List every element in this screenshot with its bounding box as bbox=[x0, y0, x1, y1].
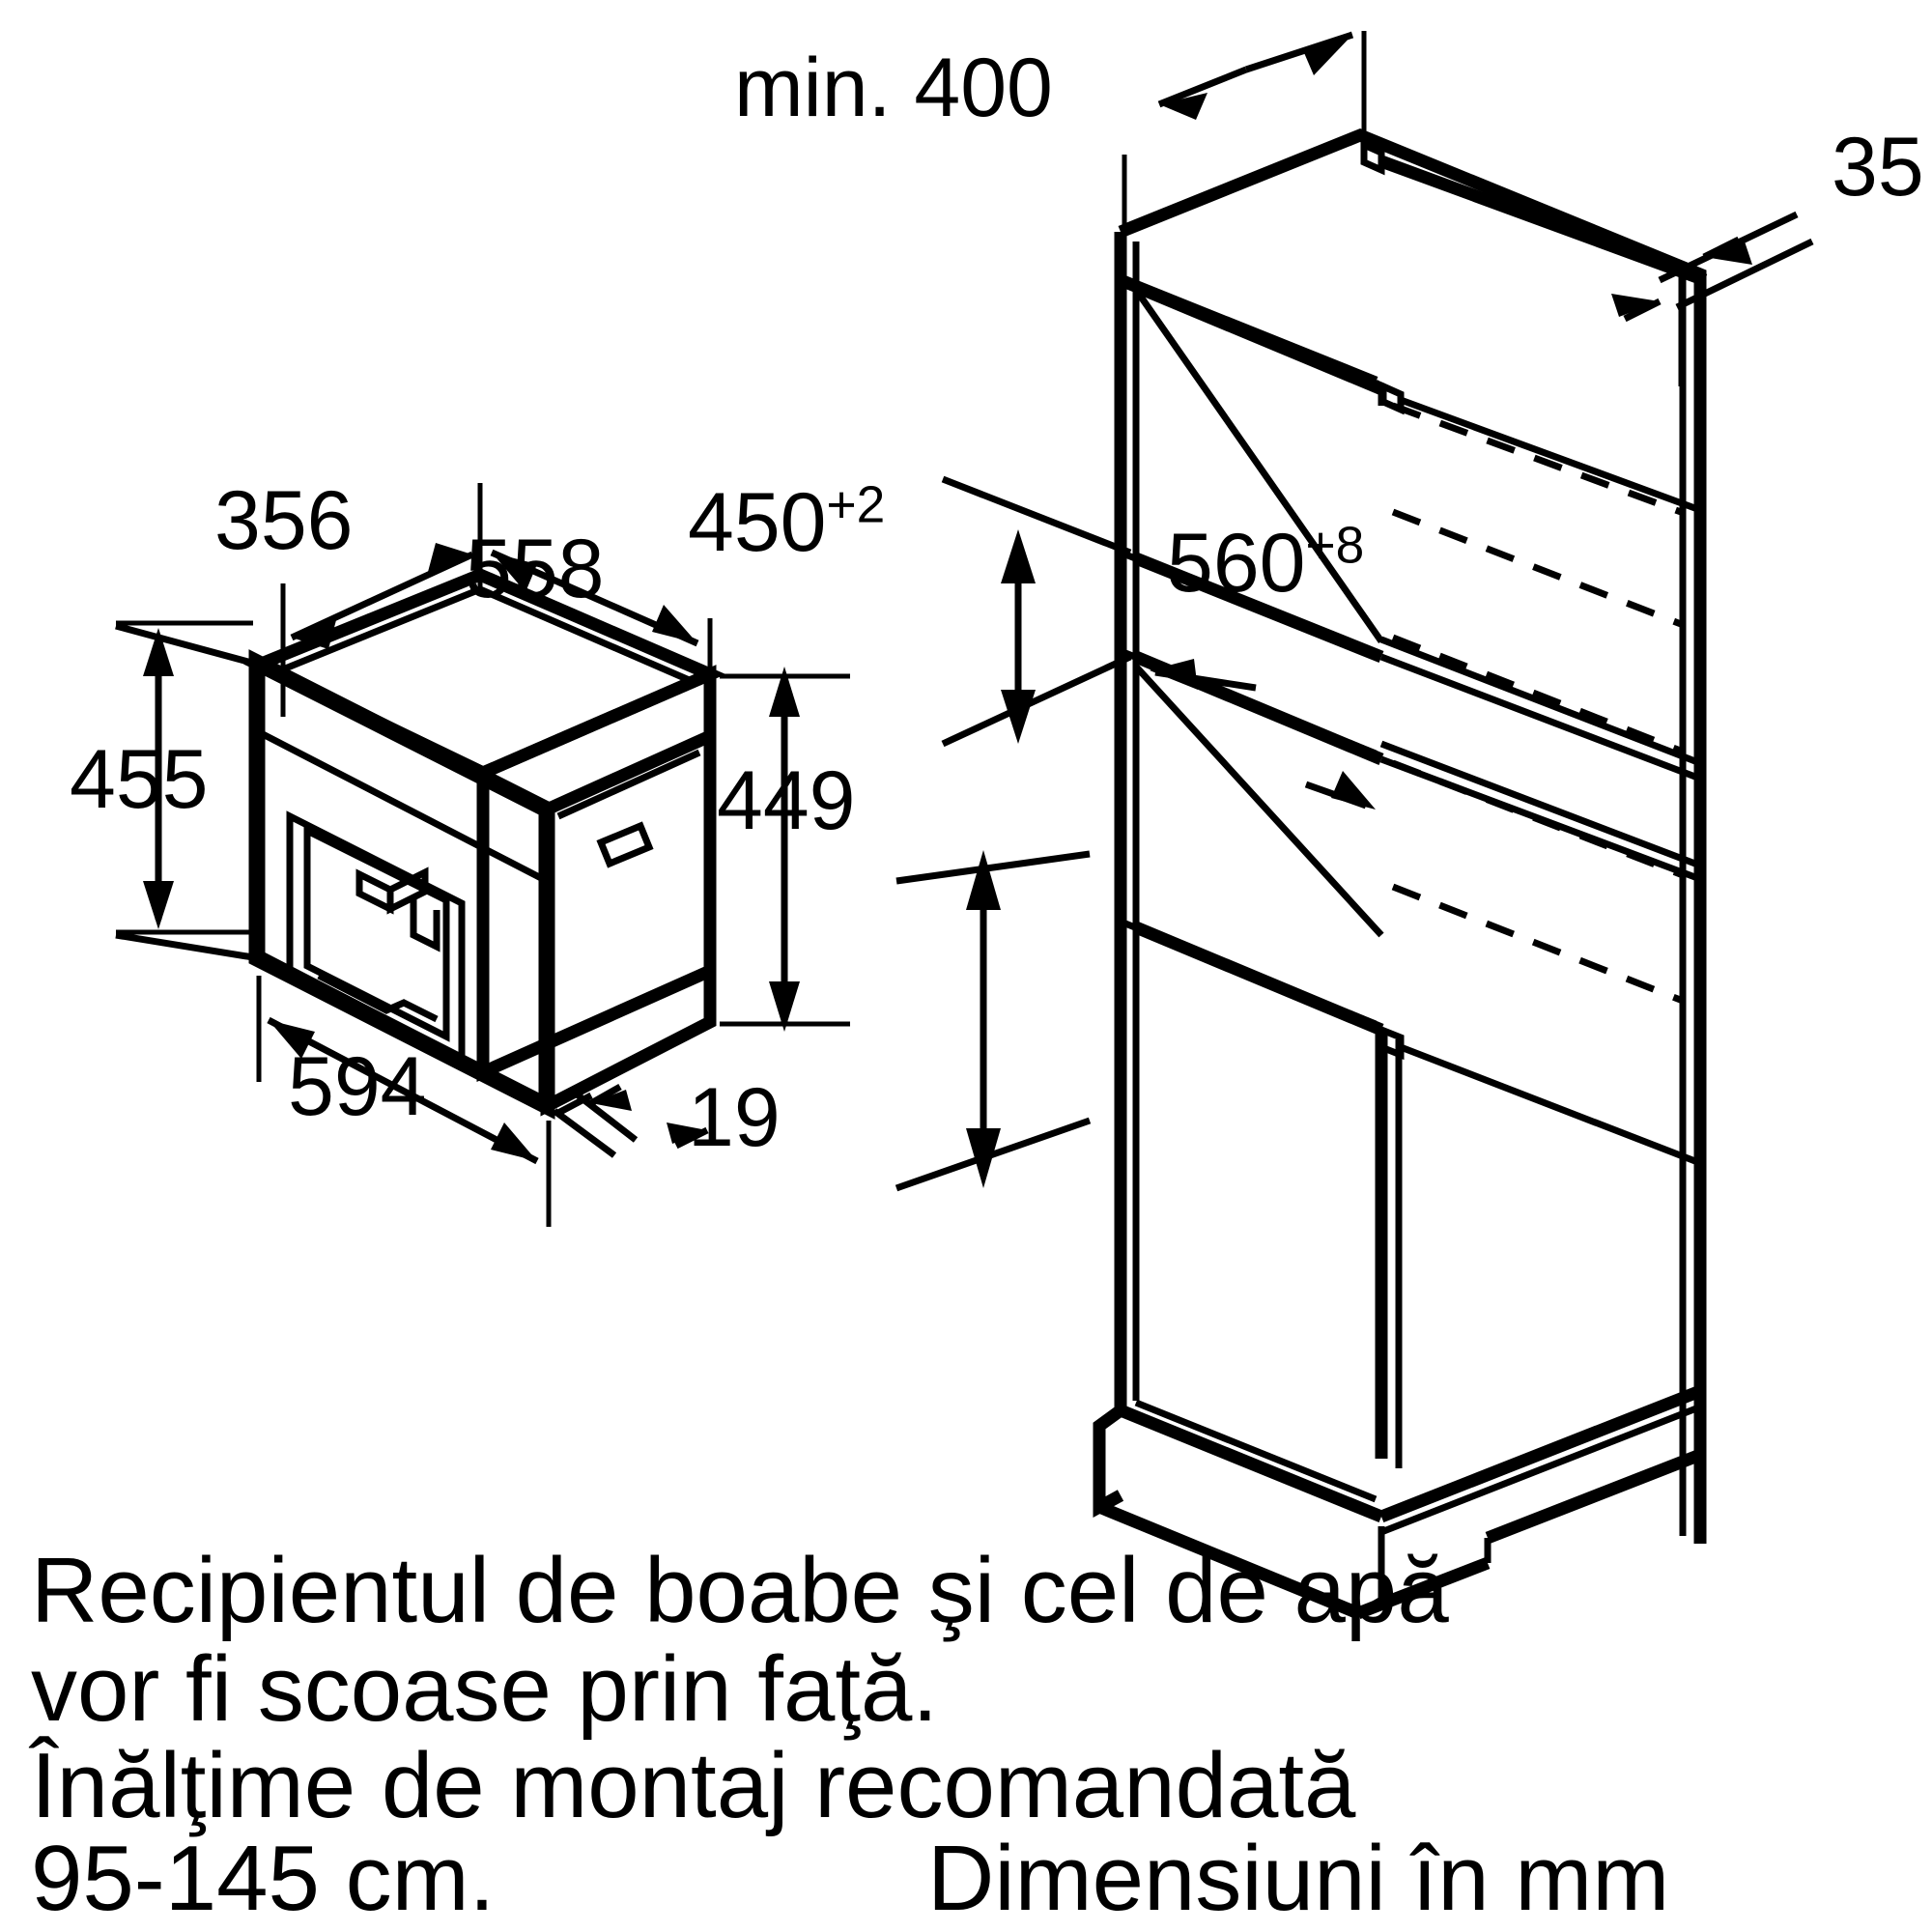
appliance-isometric bbox=[242, 567, 726, 1120]
note-line-2: vor fi scoase prin faţă. bbox=[31, 1637, 939, 1741]
dim-label-560-tolerance: 560+8 bbox=[1167, 520, 1364, 605]
dim-label-558: 558 bbox=[466, 523, 605, 615]
note-line-4: 95-145 cm. bbox=[31, 1827, 496, 1930]
appliance-dimension-lines bbox=[115, 483, 850, 1227]
cabinet-dimension-lines bbox=[895, 31, 1814, 1192]
dim-label-min400: min. 400 bbox=[734, 42, 1053, 134]
dim-label-455: 455 bbox=[70, 733, 209, 826]
note-line-3: Înălţime de montaj recomandată bbox=[31, 1734, 1356, 1837]
dim-label-35: 35 bbox=[1832, 121, 1924, 213]
dim-560-value: 560 bbox=[1167, 517, 1306, 610]
dim-450-value: 450 bbox=[688, 476, 827, 569]
dim-450-tol: +2 bbox=[826, 476, 886, 534]
dim-label-450-tolerance: 450+2 bbox=[688, 479, 885, 564]
dim-label-449: 449 bbox=[717, 754, 856, 847]
dim-label-594: 594 bbox=[288, 1040, 427, 1133]
dim-label-19: 19 bbox=[688, 1071, 781, 1164]
note-units: Dimensiuni în mm bbox=[927, 1827, 1670, 1930]
dim-label-356: 356 bbox=[214, 474, 354, 567]
cabinet-isometric bbox=[1093, 128, 1708, 1620]
note-line-1: Recipientul de boabe şi cel de apă bbox=[31, 1539, 1449, 1642]
dim-560-tol: +8 bbox=[1305, 517, 1365, 575]
